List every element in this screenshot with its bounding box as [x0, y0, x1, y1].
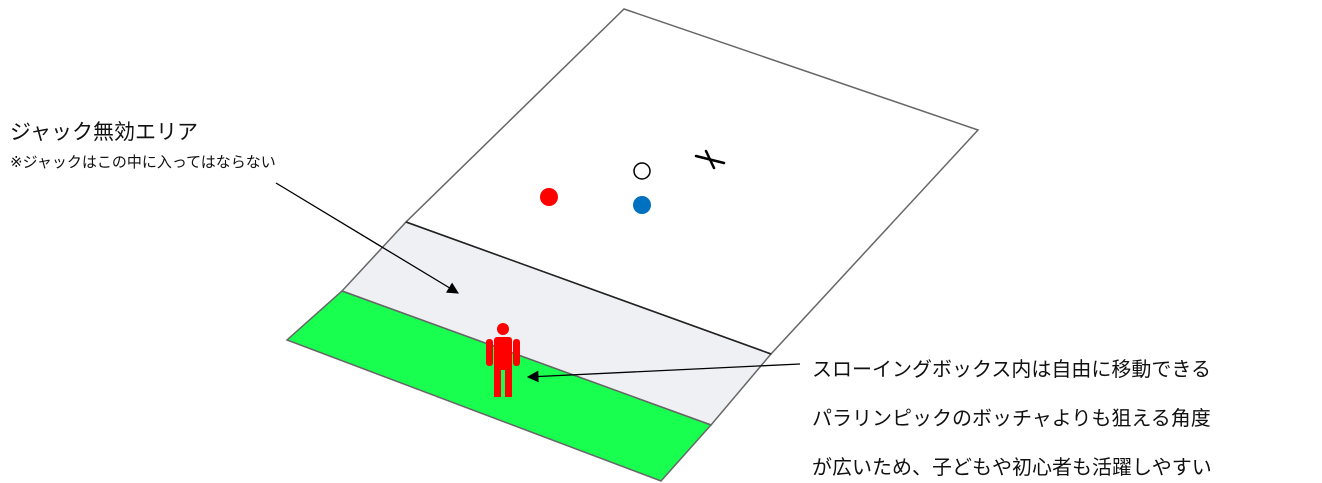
cross-icon: [694, 149, 726, 170]
throwing-box-description-line: が広いため、子どもや初心者も活躍しやすい: [812, 455, 1212, 479]
jack-area-arrow: [275, 182, 460, 294]
throwing-box-description-line: スローイングボックス内は自由に移動できる: [812, 357, 1211, 381]
throwing-box-arrow: [526, 363, 801, 383]
throwing-box-description-line: パラリンピックのボッチャよりも狙える角度: [812, 406, 1211, 430]
jack-area-note: ※ジャックはこの中に入ってはならない: [10, 153, 276, 171]
blue-ball-icon: [633, 196, 651, 214]
jack-line: [405, 221, 772, 355]
person-icon: [486, 323, 520, 397]
jack-area-title: ジャック無効エリア: [10, 120, 198, 144]
white-ball-icon: [633, 162, 651, 180]
red-ball-icon: [540, 188, 558, 206]
